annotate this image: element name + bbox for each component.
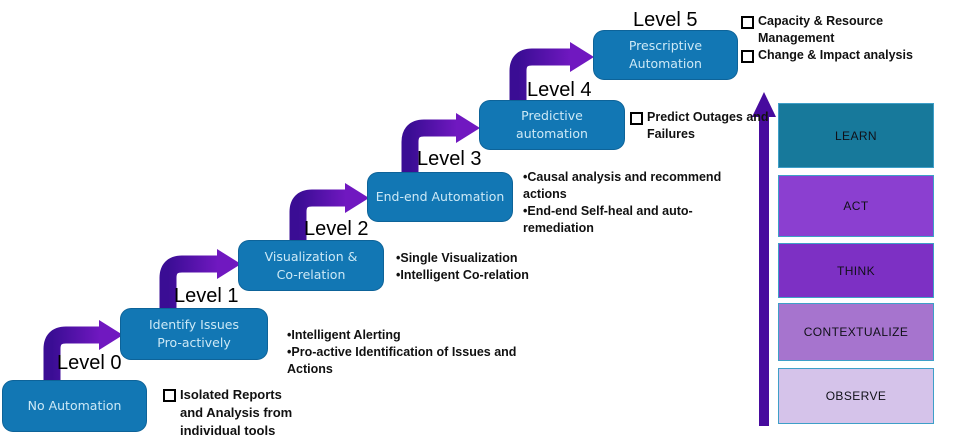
level-5-label: Level 5 <box>633 9 698 31</box>
level-2-label: Level 2 <box>304 218 369 240</box>
level-3-box: End-end Automation <box>367 172 513 222</box>
panel-label-observe: OBSERVE <box>825 389 887 403</box>
level-0-notes: Isolated Reports and Analysis from indiv… <box>163 386 318 440</box>
panel-box-think: THINK <box>778 243 934 298</box>
panel-label-act: ACT <box>843 199 869 213</box>
level-2-note-text: •Single Visualization •Intelligent Co-re… <box>396 251 529 282</box>
level-2-box: Visualization & Co-relation <box>238 240 384 291</box>
level-4-box-label: Predictive automation <box>516 108 588 141</box>
level-3-note-text: •Causal analysis and recommend actions •… <box>523 170 722 235</box>
level-1-label: Level 1 <box>174 285 239 307</box>
level-0-label: Level 0 <box>57 352 122 374</box>
level-1-box-label: Identify Issues Pro-actively <box>149 317 239 350</box>
level-5-box-label: Prescriptive Automation <box>628 38 703 71</box>
level-5-note-text-2: Change & Impact analysis <box>758 48 913 62</box>
level-4-note-text: Predict Outages and Failures <box>647 110 769 141</box>
step-arrow-level0-1 <box>43 320 123 381</box>
panel-label-learn: LEARN <box>834 128 877 143</box>
level-3-notes: •Causal analysis and recommend actions •… <box>523 169 733 237</box>
step-arrow-level3-4 <box>401 113 480 175</box>
level-5-note-text-1: Capacity & Resource Management <box>758 14 884 45</box>
step-arrow-level2-3 <box>289 183 369 243</box>
level-3-box-label: End-end Automation <box>375 189 505 204</box>
level-0-note-text: Isolated Reports and Analysis from indiv… <box>180 387 293 438</box>
level-1-box: Identify Issues Pro-actively <box>120 308 268 360</box>
maturity-up-arrow <box>752 92 776 426</box>
level-3-label: Level 3 <box>417 148 482 170</box>
level-5-box: Prescriptive Automation <box>593 30 738 80</box>
panel-box-act: ACT <box>778 175 934 237</box>
level-1-note-text: •Intelligent Alerting •Pro-active Identi… <box>287 328 517 376</box>
checkbox-icon <box>741 16 754 29</box>
checkbox-icon <box>630 112 643 125</box>
step-arrow-level4-5 <box>509 42 594 103</box>
panel-label-think: THINK <box>837 263 875 278</box>
level-1-notes: •Intelligent Alerting •Pro-active Identi… <box>287 327 532 378</box>
level-5-notes: Capacity & Resource Management Change & … <box>741 13 931 64</box>
panel-box-contextualize: CONTEXTUALIZE <box>778 303 934 361</box>
panel-box-observe: OBSERVE <box>778 368 934 424</box>
level-0-box: No Automation <box>2 380 147 432</box>
level-0-box-label: No Automation <box>27 398 122 413</box>
checkbox-icon <box>163 389 176 402</box>
step-arrow-level1-2 <box>159 249 241 311</box>
level-4-notes: Predict Outages and Failures <box>630 109 795 143</box>
panel-label-contextualize: CONTEXTUALIZE <box>803 325 909 339</box>
level-4-label: Level 4 <box>527 79 592 101</box>
level-2-box-label: Visualization & Co-relation <box>264 248 358 282</box>
checkbox-icon <box>741 50 754 63</box>
level-4-box: Predictive automation <box>479 100 625 150</box>
panel-box-learn: LEARN <box>778 103 934 168</box>
level-2-notes: •Single Visualization •Intelligent Co-re… <box>396 250 611 284</box>
